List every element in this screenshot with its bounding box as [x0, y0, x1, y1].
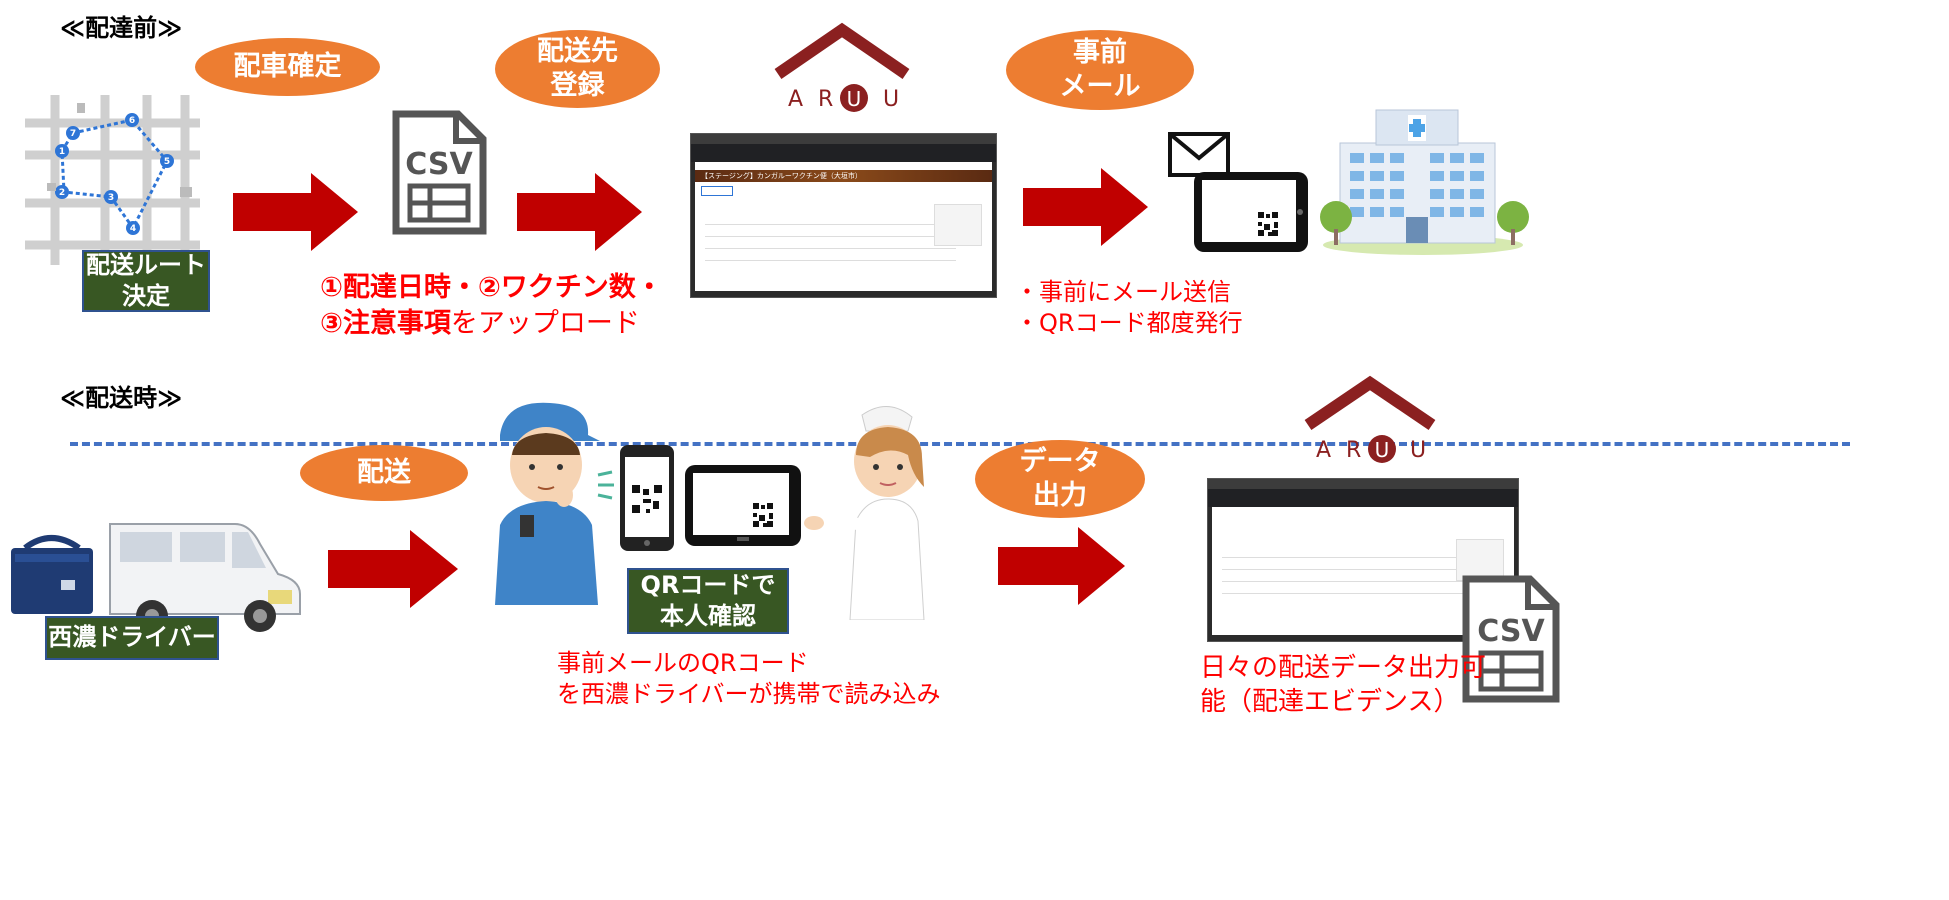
csv-file-icon: CSV [392, 110, 487, 235]
arrow-right-3 [1023, 168, 1148, 246]
svg-text:A: A [788, 87, 803, 112]
arrow-right-5 [998, 527, 1125, 605]
tablet-qr-icon [1194, 172, 1308, 252]
route-map: 1 2 3 4 5 6 7 [25, 95, 200, 265]
nurse-illustration [804, 406, 925, 620]
svg-text:R: R [1346, 438, 1361, 463]
svg-text:U: U [883, 87, 899, 112]
route-map-graphic: 1 2 3 4 5 6 7 [25, 95, 200, 265]
upload-line2: をアップロード [450, 308, 640, 340]
hospital-building-icon [1320, 109, 1529, 255]
section-title-before: ≪配達前≫ [60, 14, 183, 42]
email-note-send: ・事前にメール送信 [1015, 278, 1231, 306]
arrow-right-1 [233, 173, 358, 251]
delivery-ellipse: 配送 [300, 445, 468, 501]
data-export-ellipse: データ 出力 [975, 440, 1145, 518]
qr-note-line1: 事前メールのQRコード [557, 649, 809, 677]
smartphone-qr-icon [620, 445, 674, 551]
aruu-logo-bottom: A R U U [1300, 375, 1440, 470]
arrow-right-2 [517, 173, 642, 251]
qr-read-note: 事前メールのQRコード を西濃ドライバーが携帯で読み込み [557, 648, 941, 710]
arrow-right-4 [328, 530, 458, 608]
csv-label-bottom: CSV [1477, 614, 1545, 649]
route-number-1: 1 [59, 147, 65, 157]
email-note-qr: ・QRコード都度発行 [1015, 309, 1243, 338]
export-note: 日々の配送データ出力可 能（配達エビデンス） [1200, 652, 1486, 720]
upload-description: ①配達日時・②ワクチン数・ ③注意事項をアップロード [320, 270, 663, 343]
upload-line1: ①配達日時・②ワクチン数・ [320, 272, 663, 303]
csv-label: CSV [405, 147, 473, 182]
svg-text:R: R [818, 87, 833, 112]
destination-register-ellipse: 配送先 登録 [495, 30, 660, 108]
section-divider [70, 442, 1850, 446]
dispatch-confirm-ellipse: 配車確定 [195, 38, 380, 96]
aruu-logo-top: A R U U [770, 22, 915, 120]
qr-note-line2: を西濃ドライバーが携帯で読み込み [557, 680, 941, 709]
cooler-bag-icon [11, 535, 93, 614]
route-number-3: 3 [108, 193, 114, 203]
route-number-7: 7 [70, 129, 76, 139]
route-number-4: 4 [130, 224, 136, 234]
tablet-qr-icon-bottom [685, 465, 801, 546]
route-number-5: 5 [164, 157, 170, 167]
export-note-line2: 能（配達エビデンス） [1200, 686, 1460, 717]
upload-line2-bold: ③注意事項 [320, 308, 451, 340]
export-note-line1: 日々の配送データ出力可 [1200, 653, 1487, 683]
section-title-during: ≪配送時≫ [60, 384, 183, 412]
email-notes: ・事前にメール送信 ・QRコード都度発行 [1015, 277, 1243, 339]
svg-text:U: U [847, 87, 862, 111]
seino-driver-label: 西濃ドライバー [45, 616, 219, 660]
signal-lines-icon [597, 470, 614, 500]
advance-email-ellipse: 事前 メール [1006, 30, 1194, 110]
svg-text:A: A [1316, 438, 1331, 463]
svg-text:U: U [1375, 438, 1390, 462]
system-screenshot-top: 【ステージング】カンガルーワクチン便（大垣市） [690, 133, 997, 298]
driver-person-illustration [495, 402, 600, 605]
route-decision-label: 配送ルート 決定 [82, 250, 210, 312]
qr-identity-check-label: QRコードで 本人確認 [627, 568, 789, 634]
svg-text:U: U [1410, 438, 1426, 463]
csv-file-icon-bottom: CSV [1462, 575, 1560, 703]
screen-title-top: 【ステージング】カンガルーワクチン便（大垣市） [695, 170, 992, 182]
route-number-2: 2 [59, 188, 65, 198]
route-number-6: 6 [129, 116, 135, 126]
